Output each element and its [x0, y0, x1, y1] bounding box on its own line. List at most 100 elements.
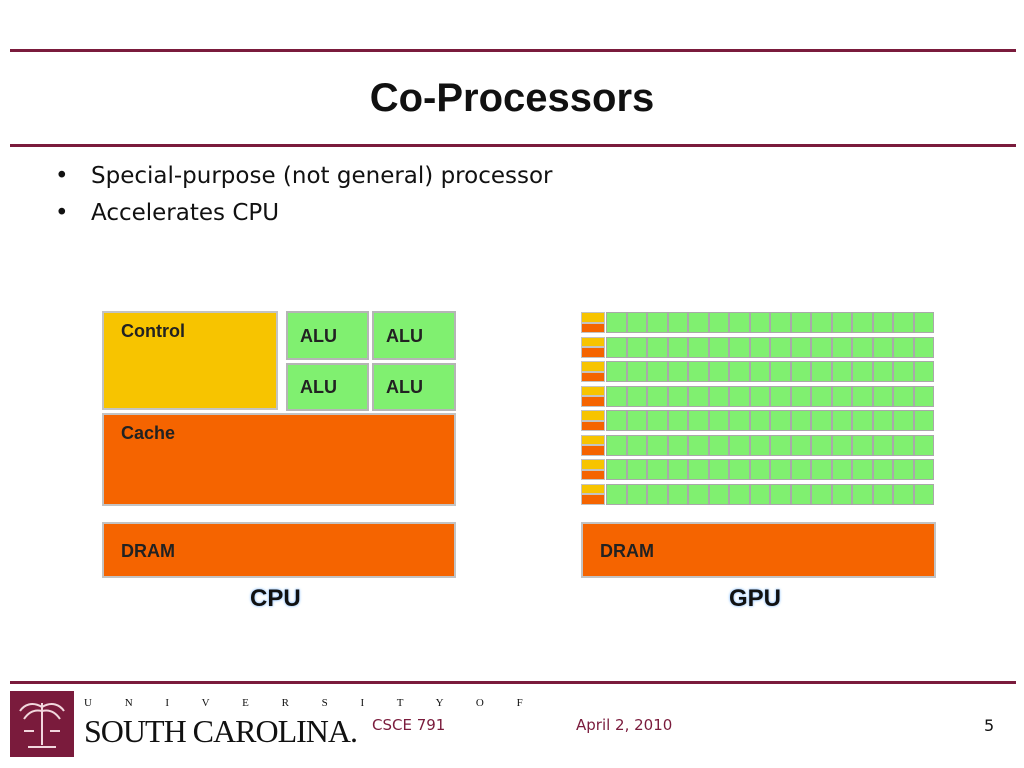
cpu-alu-block: ALU: [286, 363, 369, 411]
gpu-alu-core: [667, 361, 688, 382]
gpu-alu-core: [770, 361, 791, 382]
bullet-item: •Accelerates CPU: [55, 195, 552, 232]
gpu-alu-core: [811, 459, 832, 480]
gpu-alu-core: [667, 459, 688, 480]
gpu-cache-unit: [581, 347, 605, 358]
gpu-alu-core: [708, 410, 729, 431]
gpu-alu-core: [667, 410, 688, 431]
cpu-alu-label: ALU: [300, 377, 337, 397]
gpu-alu-core: [626, 361, 647, 382]
gpu-alu-core: [811, 434, 832, 456]
gpu-alu-core: [811, 385, 832, 407]
gpu-alu-core: [872, 483, 893, 505]
logo-bottom-text: SOUTH CAROLINA.: [84, 713, 358, 749]
gpu-alu-core: [811, 361, 832, 382]
gpu-alu-core: [749, 385, 770, 407]
gpu-alu-core: [626, 312, 647, 333]
gpu-alu-core: [667, 336, 688, 358]
gpu-alu-core: [647, 336, 668, 358]
gpu-alu-core: [913, 385, 934, 407]
gpu-alu-core: [811, 312, 832, 333]
gpu-control-unit: [581, 312, 605, 323]
cpu-control-label: Control: [121, 321, 185, 341]
gpu-alu-core: [913, 434, 934, 456]
gpu-alu-core: [893, 483, 914, 505]
gpu-cache-unit: [581, 420, 605, 431]
footer-course: CSCE 791: [372, 716, 446, 734]
cpu-dram-label: DRAM: [121, 541, 175, 561]
title-rule: [10, 144, 1016, 147]
gpu-alu-core: [647, 361, 668, 382]
gpu-alu-core: [831, 410, 852, 431]
cpu-alu-label: ALU: [386, 326, 423, 346]
gpu-alu-core: [913, 361, 934, 382]
gpu-cache-unit: [581, 445, 605, 456]
gpu-cache-unit: [581, 494, 605, 505]
gpu-alu-core: [647, 410, 668, 431]
gpu-alu-core: [893, 459, 914, 480]
gpu-alu-core: [852, 385, 873, 407]
gpu-alu-core: [790, 336, 811, 358]
gpu-alu-core: [688, 361, 709, 382]
gpu-alu-core: [606, 336, 627, 358]
gpu-alu-core: [770, 483, 791, 505]
gpu-alu-core: [749, 361, 770, 382]
gpu-alu-core: [913, 336, 934, 358]
gpu-cache-unit: [581, 371, 605, 382]
gpu-alu-core: [667, 483, 688, 505]
gpu-alu-core: [893, 410, 914, 431]
gpu-alu-core: [626, 336, 647, 358]
gpu-alu-core: [790, 434, 811, 456]
gpu-alu-core: [647, 385, 668, 407]
gpu-alu-core: [749, 434, 770, 456]
bullet-dot: •: [55, 163, 69, 189]
gpu-alu-core: [811, 336, 832, 358]
cpu-dram-block: DRAM: [102, 522, 456, 578]
gpu-alu-core: [749, 483, 770, 505]
gpu-dram-block: DRAM: [581, 522, 936, 578]
gpu-alu-core: [790, 483, 811, 505]
gpu-alu-core: [708, 336, 729, 358]
gpu-alu-core: [626, 459, 647, 480]
gpu-alu-core: [790, 312, 811, 333]
gpu-caption: GPU: [729, 585, 782, 612]
cpu-cache-block: Cache: [102, 413, 456, 506]
gpu-alu-core: [667, 385, 688, 407]
gpu-alu-core: [729, 361, 750, 382]
gpu-cache-unit: [581, 396, 605, 407]
gpu-control-unit: [581, 336, 605, 347]
gpu-alu-core: [688, 385, 709, 407]
gpu-alu-core: [626, 385, 647, 407]
gpu-alu-core: [893, 336, 914, 358]
gpu-cache-unit: [581, 469, 605, 480]
gpu-alu-core: [790, 459, 811, 480]
gpu-alu-core: [790, 361, 811, 382]
gpu-alu-core: [852, 410, 873, 431]
gpu-alu-core: [708, 434, 729, 456]
gpu-alu-core: [626, 434, 647, 456]
cpu-alu-block: ALU: [372, 311, 456, 360]
gpu-control-unit: [581, 459, 605, 470]
gpu-alu-core: [770, 312, 791, 333]
gpu-alu-core: [606, 459, 627, 480]
gpu-alu-core: [749, 459, 770, 480]
gpu-alu-core: [770, 410, 791, 431]
gpu-alu-core: [831, 434, 852, 456]
gpu-alu-core: [749, 410, 770, 431]
gpu-alu-core: [913, 483, 934, 505]
gpu-alu-core: [913, 410, 934, 431]
bullet-list: • Special-purpose (not general) processor…: [55, 158, 552, 232]
gpu-alu-core: [770, 385, 791, 407]
gpu-alu-core: [688, 312, 709, 333]
gpu-alu-core: [749, 336, 770, 358]
cpu-alu-label: ALU: [386, 377, 423, 397]
bullet-text: Special-purpose (not general) processor: [91, 163, 553, 189]
gpu-alu-core: [647, 312, 668, 333]
gpu-alu-core: [667, 434, 688, 456]
gpu-alu-core: [708, 459, 729, 480]
gpu-alu-core: [811, 410, 832, 431]
gpu-alu-core: [852, 483, 873, 505]
gpu-alu-core: [729, 410, 750, 431]
gpu-control-unit: [581, 361, 605, 372]
gpu-alu-core: [872, 385, 893, 407]
